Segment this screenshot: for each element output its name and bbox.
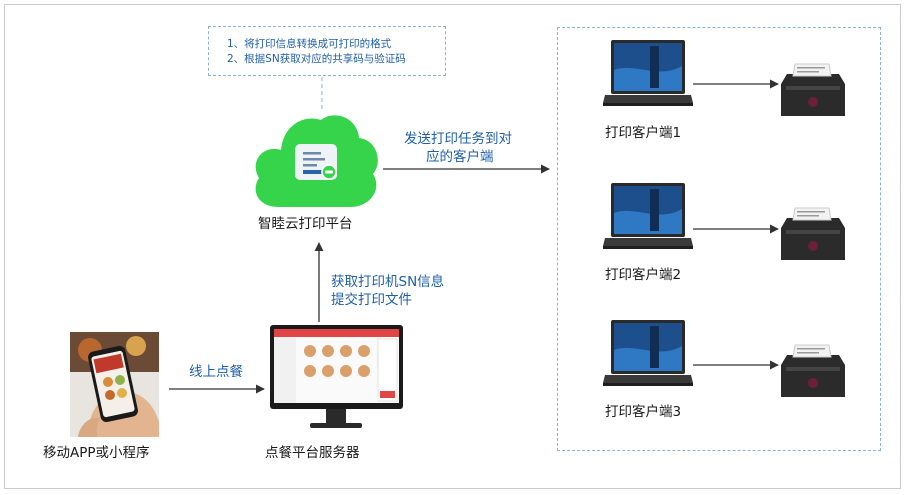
online-order-label: 线上点餐 [189,364,243,380]
laptop-icon [603,320,693,386]
thermal-printer-icon [781,63,845,116]
get-sn-label-1: 获取打印机SN信息 [331,274,445,290]
thermal-printer-icon [781,207,845,260]
server-monitor-icon [270,325,403,428]
client-label-2: 打印客户端2 [605,267,682,283]
cloud-icon [255,115,378,207]
thermal-printer-icon [781,344,845,397]
send-task-label-1: 发送打印任务到对 [404,131,512,147]
note-line-1: 1、将打印信息转换成可打印的格式 [227,38,392,50]
note-line-2: 2、根据SN获取对应的共享码与验证码 [227,53,406,65]
laptop-icon [603,183,693,249]
send-task-label-2: 应的客户端 [426,149,494,165]
cloud-platform-label: 智睦云打印平台 [258,216,353,232]
processing-note: 1、将打印信息转换成可打印的格式 2、根据SN获取对应的共享码与验证码 [208,26,446,76]
laptop-icon [603,40,693,106]
server-label: 点餐平台服务器 [265,445,360,461]
mobile-app-photo [70,332,159,437]
client-label-3: 打印客户端3 [605,404,682,420]
client-label-1: 打印客户端1 [605,125,682,141]
get-sn-label-2: 提交打印文件 [331,292,412,308]
mobile-app-label: 移动APP或小程序 [43,445,150,461]
print-clients-group [557,27,881,451]
